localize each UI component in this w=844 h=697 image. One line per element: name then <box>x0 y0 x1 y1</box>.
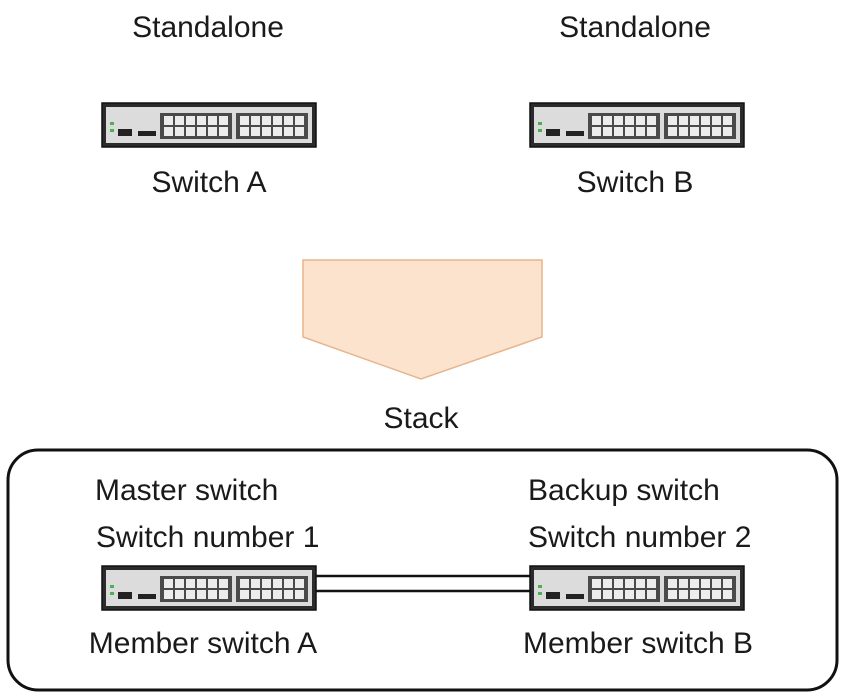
stack-frame <box>6 448 839 692</box>
member-switch-b-device-icon <box>529 565 745 611</box>
master-role-label: Master switch <box>95 474 279 507</box>
down-arrow-shape <box>302 259 543 380</box>
master-number-label: Switch number 1 <box>96 521 320 554</box>
stack-transition-label: Stack <box>383 402 459 435</box>
member-switch-a-device-icon <box>101 565 317 611</box>
member-switch-a-label: Member switch A <box>88 627 318 660</box>
member-switch-b-label: Member switch B <box>522 627 754 660</box>
stack-cable <box>314 574 532 593</box>
switch-a-name-label: Switch A <box>151 166 267 199</box>
backup-role-label: Backup switch <box>528 474 720 507</box>
switch-a-state-label: Standalone <box>132 11 284 44</box>
switch-b-state-label: Standalone <box>559 11 711 44</box>
switch-b-device-icon <box>529 102 745 148</box>
switch-a-device-icon <box>101 102 317 148</box>
switch-b-name-label: Switch B <box>576 166 694 199</box>
backup-number-label: Switch number 2 <box>528 521 752 554</box>
